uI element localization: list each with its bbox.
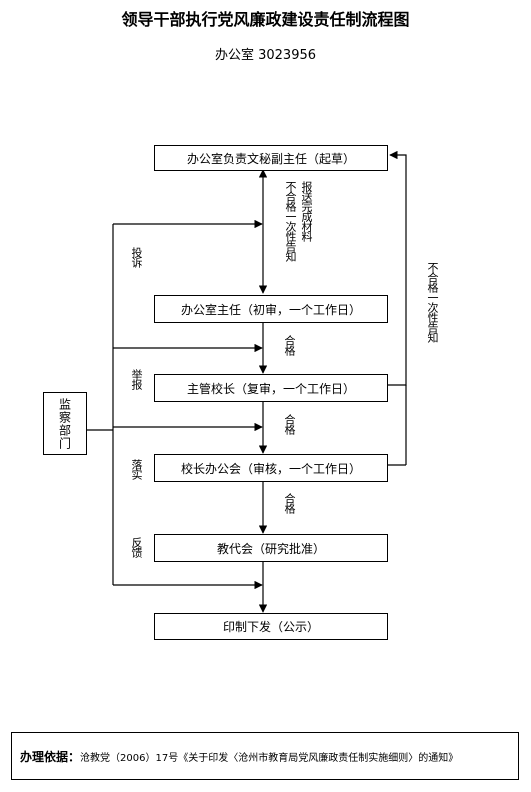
page-subtitle: 办公室 3023956	[214, 48, 317, 63]
label-report: 报送完成材料	[300, 181, 313, 241]
label-pass-2: 合格	[283, 414, 296, 434]
label-tipoff: 举报	[130, 369, 143, 389]
label-implement: 落实	[130, 459, 143, 479]
box-approval: 教代会（研究批准）	[154, 534, 388, 562]
label-pass-1: 合格	[283, 335, 296, 355]
box-supervision: 监察部门	[43, 392, 87, 455]
label-feedback: 反馈	[130, 537, 143, 557]
box-review: 主管校长（复审，一个工作日）	[154, 374, 388, 402]
box-publish: 印制下发（公示）	[154, 613, 388, 640]
box-draft: 办公室负责文秘副主任（起草）	[154, 145, 388, 171]
box-audit: 校长办公会（审核，一个工作日）	[154, 454, 388, 482]
basis-label: 办理依据：	[20, 749, 81, 764]
label-pass-3: 合格	[283, 493, 296, 513]
page-title: 领导干部执行党风廉政建设责任制流程图	[121, 10, 410, 29]
basis-box: 办理依据： 沧教党（2006）17号《关于印发〈沧州市教育局党风廉政责任制实施细…	[11, 732, 519, 780]
label-complaint: 投诉	[130, 247, 143, 267]
box-preliminary: 办公室主任（初审，一个工作日）	[154, 295, 388, 323]
label-reject-right: 不合格一次性告知	[426, 262, 439, 342]
return-path	[387, 150, 407, 386]
basis-text: 沧教党（2006）17号《关于印发〈沧州市教育局党风廉政责任制实施细则〉的通知》	[80, 752, 459, 764]
label-reject-inform: 不合格一次性告知	[284, 181, 297, 261]
